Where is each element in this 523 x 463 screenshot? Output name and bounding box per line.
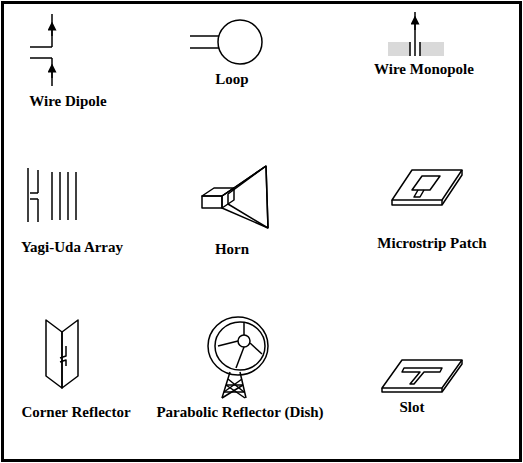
dipole-symbol (30, 14, 52, 86)
microstrip-patch-symbol (392, 170, 462, 205)
antenna-label: Yagi-Uda Array (21, 238, 123, 256)
slot-symbol (382, 360, 462, 392)
antenna-label: Wire Monopole (374, 60, 474, 78)
antenna-label: Parabolic Reflector (Dish) (155, 403, 325, 421)
antenna-label: Horn (215, 240, 249, 258)
monopole-symbol (388, 12, 444, 56)
parabolic-dish-symbol (208, 317, 268, 398)
loop-symbol (190, 20, 262, 64)
antenna-label: Loop (215, 70, 248, 88)
antenna-label: Corner Reflector (21, 403, 130, 421)
corner-reflector-symbol (46, 320, 78, 388)
yagi-uda-symbol (28, 168, 76, 222)
antenna-label: Slot (399, 398, 424, 416)
antenna-label: Microstrip Patch (377, 234, 486, 252)
antenna-label: Wire Dipole (29, 92, 106, 110)
horn-symbol (202, 166, 268, 228)
frame-border (3, 3, 521, 461)
